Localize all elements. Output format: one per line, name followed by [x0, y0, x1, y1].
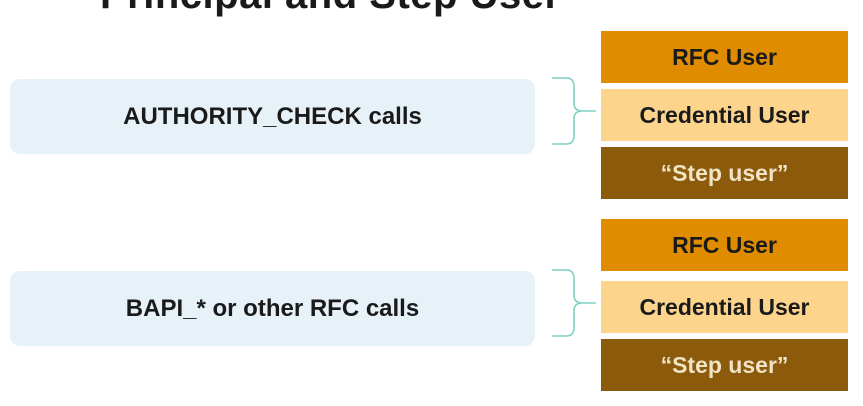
- call-label: AUTHORITY_CHECK calls: [123, 102, 422, 130]
- brace-connector-2: [552, 269, 596, 337]
- authority-check-calls-box: AUTHORITY_CHECK calls: [10, 79, 535, 154]
- user-label: RFC User: [672, 231, 777, 258]
- call-label: BAPI_* or other RFC calls: [125, 294, 420, 322]
- user-label: “Step user”: [660, 351, 789, 378]
- user-label: Credential User: [639, 293, 810, 320]
- step-user-box: “Step user”: [601, 339, 848, 391]
- user-label: RFC User: [672, 43, 777, 70]
- user-label: “Step user”: [660, 159, 789, 186]
- bapi-rfc-calls-box: BAPI_* or other RFC calls: [10, 271, 535, 346]
- user-label: Credential User: [639, 101, 810, 128]
- step-user-box: “Step user”: [601, 147, 848, 199]
- credential-user-box: Credential User: [601, 281, 848, 333]
- credential-user-box: Credential User: [601, 89, 848, 141]
- rfc-user-box: RFC User: [601, 219, 848, 271]
- page-title: Principal and Step User: [100, 0, 561, 18]
- rfc-user-box: RFC User: [601, 31, 848, 83]
- brace-connector-1: [552, 77, 596, 145]
- title-area: Principal and Step User: [0, 0, 863, 24]
